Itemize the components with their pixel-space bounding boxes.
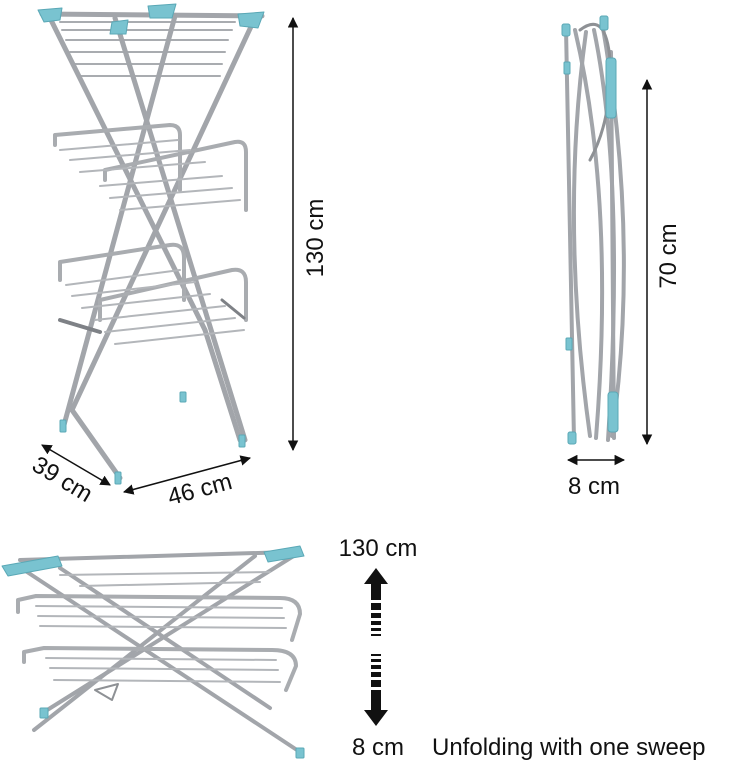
unfolding-drying-rack xyxy=(1,545,305,759)
unfold-caption: Unfolding with one sweep xyxy=(432,734,706,761)
height-folded-label: 70 cm xyxy=(655,223,682,289)
unfold-bottom-label: 8 cm xyxy=(351,734,405,761)
height-open-label: 130 cm xyxy=(302,198,329,278)
unfold-arrow-icon xyxy=(364,568,388,726)
dimension-arrow-icon xyxy=(41,16,653,495)
open-drying-rack xyxy=(37,3,265,485)
folded-drying-rack xyxy=(561,15,626,445)
thickness-folded-label: 8 cm xyxy=(567,473,621,500)
unfold-top-label: 130 cm xyxy=(338,535,418,562)
